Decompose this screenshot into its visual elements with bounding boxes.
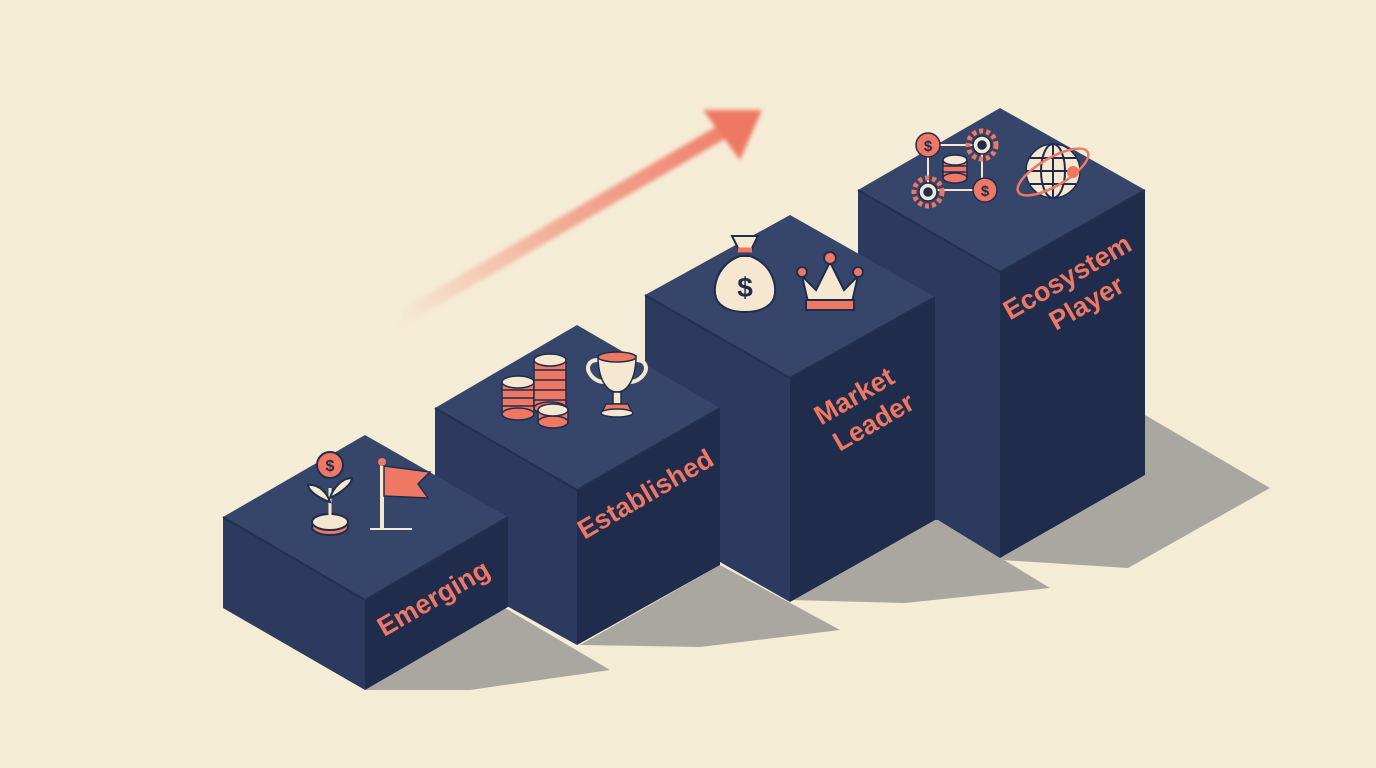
globe-icon bbox=[1016, 143, 1090, 199]
gear-icon bbox=[911, 175, 945, 209]
money-bag-icon bbox=[713, 235, 777, 314]
gear-icon bbox=[965, 128, 999, 162]
trophy-icon bbox=[586, 351, 648, 418]
block-emerging bbox=[222, 435, 509, 690]
center-coin-stack bbox=[942, 154, 968, 184]
sprout-coin-symbol: $ bbox=[326, 458, 335, 475]
coin-stacks-icon bbox=[501, 353, 569, 429]
network-coin-symbol-top: $ bbox=[924, 138, 933, 155]
money-bag-symbol: $ bbox=[737, 272, 753, 303]
flag-icon bbox=[370, 458, 432, 530]
crown-icon bbox=[796, 251, 864, 311]
growth-arrow-icon bbox=[390, 110, 762, 328]
network-icon bbox=[911, 128, 999, 209]
network-coin-symbol-bottom: $ bbox=[981, 183, 990, 200]
sprout-coin-icon bbox=[306, 451, 354, 536]
block-shadows bbox=[365, 415, 1270, 690]
